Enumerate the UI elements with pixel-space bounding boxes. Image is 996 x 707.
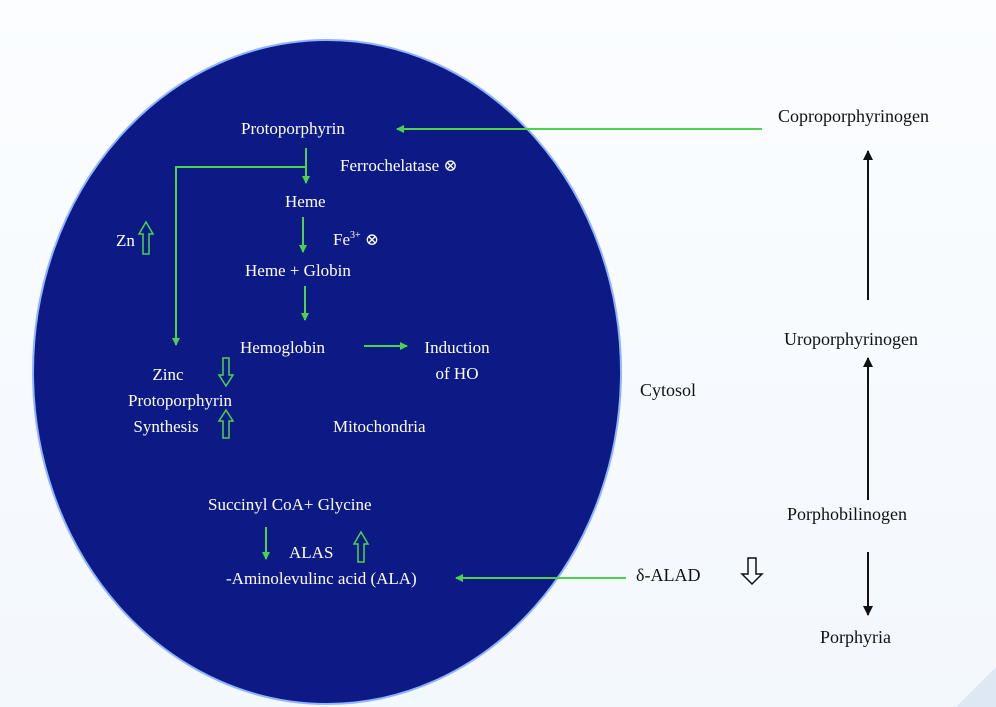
coproporphyrinogen-label: Coproporphyrinogen — [778, 106, 929, 126]
mitochondrion-ellipse — [32, 39, 622, 705]
zn-increase-arrow — [137, 220, 155, 255]
page-corner-decoration — [956, 667, 996, 707]
heme-globin-label: Heme + Globin — [245, 261, 351, 280]
cytosol-label: Cytosol — [640, 380, 697, 400]
zinc-decrease-arrow — [217, 357, 235, 388]
alad-label: δ-ALAD — [636, 565, 701, 585]
arrow-protoporphyrin-to-zinc-protoporphyrin — [172, 166, 306, 346]
mitochondria-label: Mitochondria — [333, 417, 426, 436]
fe-superscript: 3+ — [350, 230, 361, 241]
alas-label: ALAS — [289, 543, 334, 562]
fe-inhibit-icon: ⊗ — [364, 230, 380, 249]
porphyria-label: Porphyria — [820, 627, 891, 647]
alas-increase-arrow — [352, 530, 370, 563]
fe-base: Fe — [333, 230, 350, 249]
ala-label: -Aminolevulinc acid (ALA) — [226, 569, 417, 588]
alad-decrease-arrow — [740, 557, 764, 586]
zinc-line1: Zinc — [152, 365, 184, 384]
zinc-line3: Synthesis — [133, 417, 199, 436]
ferrochelatase-label: Ferrochelatase ⊗ — [340, 156, 458, 175]
induction-line1: Induction — [424, 338, 490, 357]
hemoglobin-label: Hemoglobin — [240, 338, 325, 357]
fe-label: Fe3+ ⊗ — [333, 230, 380, 249]
zn-label: Zn — [116, 231, 135, 250]
uroporphyrinogen-label: Uroporphyrinogen — [784, 329, 918, 349]
induction-line2: of HO — [435, 364, 479, 383]
synthesis-increase-arrow — [217, 408, 235, 439]
zinc-line2: Protoporphyrin — [128, 391, 232, 410]
protoporphyrin-label: Protoporphyrin — [241, 119, 345, 138]
porphobilinogen-label: Porphobilinogen — [787, 504, 907, 524]
heme-label: Heme — [285, 192, 326, 211]
succinyl-label: Succinyl CoA+ Glycine — [208, 495, 372, 514]
